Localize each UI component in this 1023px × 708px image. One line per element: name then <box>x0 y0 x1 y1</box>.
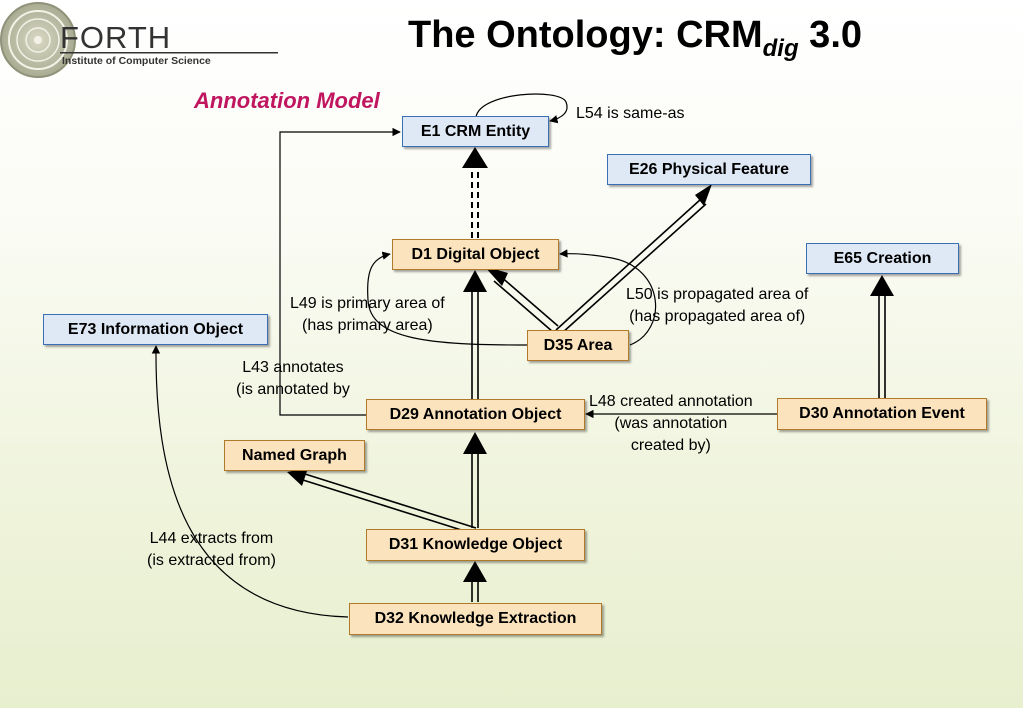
label-l48-line3: created by) <box>630 437 711 454</box>
label-l44: L44 extracts from (is extracted from) <box>147 528 276 572</box>
node-e65-creation: E65 Creation <box>806 243 959 274</box>
page-title: The Ontology: CRMdig 3.0 <box>408 14 863 62</box>
label-l49-line1: L49 is primary area of <box>290 295 445 312</box>
title-crm: CRM <box>676 14 763 56</box>
edge-l43 <box>279 127 401 416</box>
label-l49: L49 is primary area of (has primary area… <box>290 293 445 337</box>
edge-l44 <box>151 345 349 618</box>
node-d29-annotation-object: D29 Annotation Object <box>366 399 585 430</box>
edge-d30-isa-e65 <box>870 275 894 398</box>
section-title: Annotation Model <box>194 88 380 113</box>
label-l50: L50 is propagated area of (has propagate… <box>626 284 808 328</box>
node-e26-physical-feature: E26 Physical Feature <box>607 154 811 185</box>
label-l43-line1: L43 annotates <box>242 359 344 376</box>
edge-d1-isa-e1 <box>462 147 488 238</box>
edge-l50 <box>559 249 657 346</box>
label-l48-line1: L48 created annotation <box>589 393 753 410</box>
label-l48: L48 created annotation (was annotation c… <box>589 391 753 457</box>
label-l54-text: L54 is same-as <box>576 105 685 122</box>
forth-logo: FORTH Institute of Computer Science <box>0 2 278 78</box>
title-prefix: The Ontology: <box>408 14 677 56</box>
edge-l49 <box>367 251 528 346</box>
label-l48-line2: (was annotation <box>614 415 728 432</box>
edge-d35-isa-e26 <box>555 184 712 334</box>
edge-d35-isa-d1 <box>484 266 559 333</box>
label-l50-line2: (has propagated area of) <box>629 308 806 325</box>
title-suffix: 3.0 <box>798 14 863 56</box>
edge-d29-isa-d1 <box>463 270 487 400</box>
label-l43-line2: (is annotated by <box>236 381 350 398</box>
label-l54: L54 is same-as <box>576 103 685 125</box>
edge-d31-isa-named-graph <box>287 468 477 535</box>
node-d31-knowledge-object: D31 Knowledge Object <box>366 529 585 561</box>
label-l50-line1: L50 is propagated area of <box>626 286 809 303</box>
edge-d32-isa-d31 <box>463 561 487 602</box>
edge-d31-isa-d29 <box>463 432 487 528</box>
node-e73-information-object: E73 Information Object <box>43 314 268 345</box>
label-l43: L43 annotates (is annotated by <box>236 357 350 401</box>
node-d30-annotation-event: D30 Annotation Event <box>777 398 987 430</box>
label-l44-line1: L44 extracts from <box>149 530 274 547</box>
node-named-graph: Named Graph <box>224 440 365 471</box>
node-d32-knowledge-extraction: D32 Knowledge Extraction <box>349 603 602 635</box>
node-e1-crm-entity: E1 CRM Entity <box>402 116 549 147</box>
edge-l54-loop <box>475 93 568 124</box>
label-l49-line2: (has primary area) <box>302 317 433 334</box>
title-subscript: dig <box>762 35 799 62</box>
node-d1-digital-object: D1 Digital Object <box>392 239 559 270</box>
label-l44-line2: (is extracted from) <box>147 552 276 569</box>
seal-icon <box>0 2 76 78</box>
logo-subtitle: Institute of Computer Science <box>62 55 211 67</box>
logo-text: FORTH <box>60 20 171 55</box>
node-d35-area: D35 Area <box>527 330 629 361</box>
